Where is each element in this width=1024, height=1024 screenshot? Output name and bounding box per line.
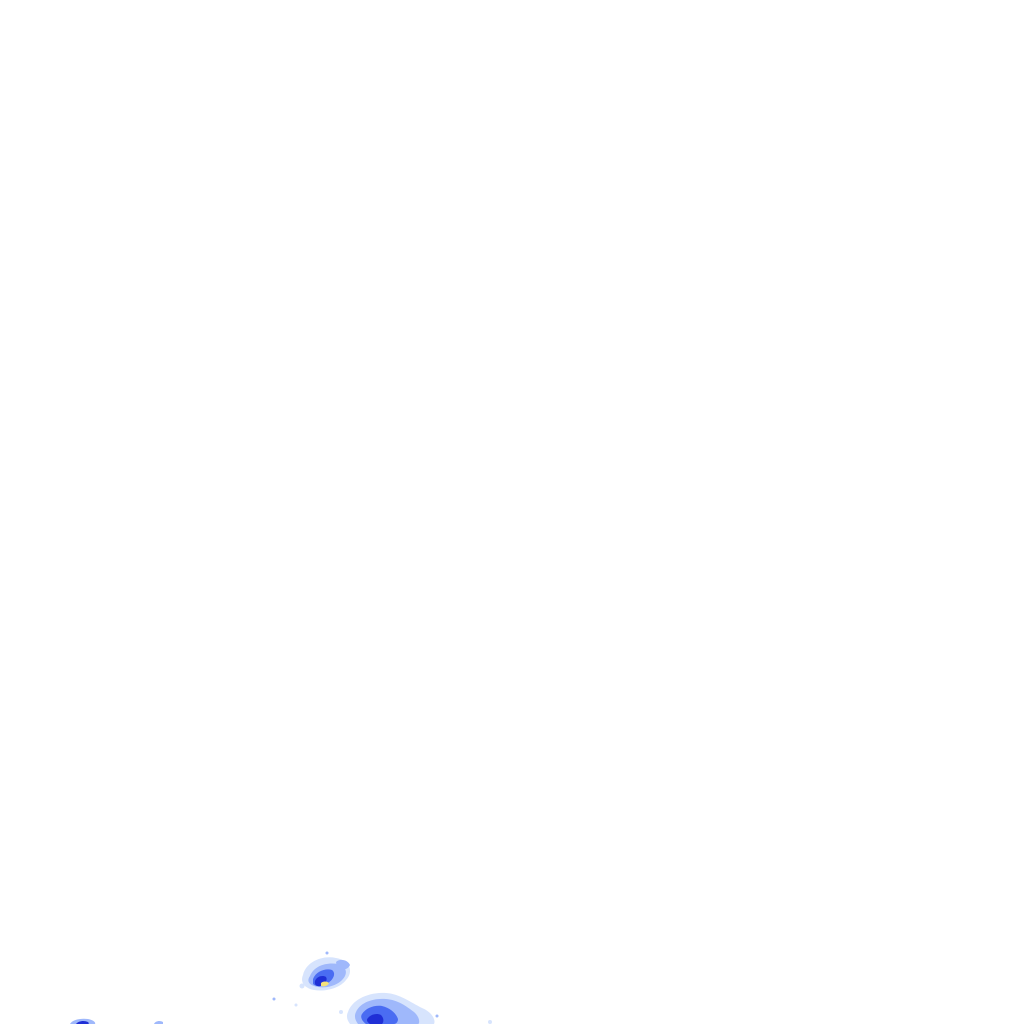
precip-light-blob	[272, 997, 276, 1001]
precip-light-blob	[154, 1020, 163, 1024]
precip-deep-blob	[76, 1020, 89, 1024]
precip-pale-blob	[488, 1020, 492, 1024]
precipitation-cell-upper	[302, 957, 351, 991]
precipitation-speck-scatter	[272, 951, 492, 1024]
precipitation-cell-lower	[346, 992, 435, 1024]
precipitation-fragment-left	[70, 1018, 163, 1024]
precip-pale-blob	[299, 983, 305, 989]
precip-light-blob	[398, 1011, 416, 1024]
precip-yellow-blob	[321, 981, 329, 987]
precip-light-blob	[435, 1014, 439, 1018]
precip-deep-blob	[366, 1014, 384, 1024]
precip-light-blob	[336, 959, 350, 970]
precip-light-blob	[325, 951, 329, 955]
precip-medium-blob	[387, 1016, 396, 1024]
precip-pale-blob	[339, 1010, 343, 1014]
precip-pale-blob	[294, 1003, 298, 1007]
